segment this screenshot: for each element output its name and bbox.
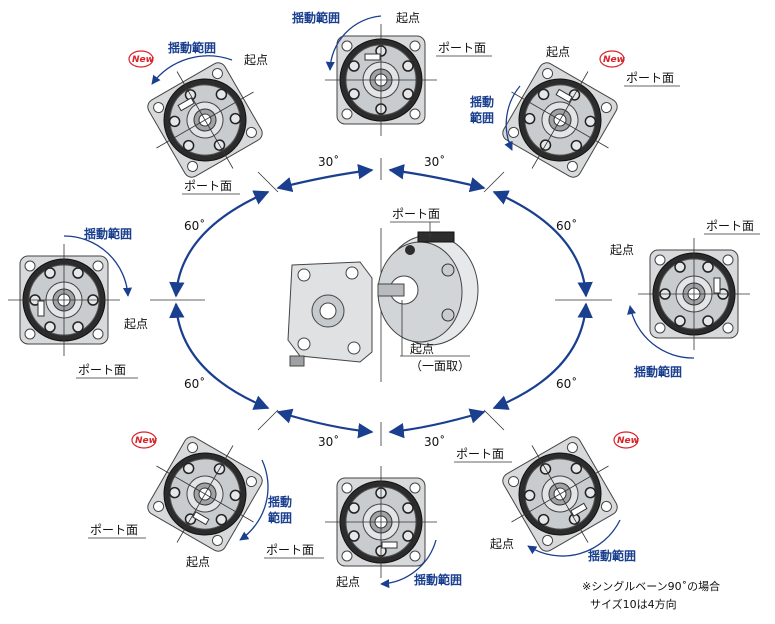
top-right-port-face-label: ポート面 <box>626 71 674 85</box>
angle-30-top-left: 30˚ <box>318 154 339 169</box>
bottom-left-port-face-label: ポート面 <box>90 523 138 537</box>
bottom-start-point-label: 起点 <box>336 575 360 589</box>
angle-60-upper-left: 60˚ <box>184 218 205 233</box>
center-port-face-label: ポート面 <box>392 207 440 221</box>
angle-60-lower-right: 60˚ <box>556 376 577 391</box>
unit-right <box>637 237 751 351</box>
right-start-point-label: 起点 <box>610 243 634 257</box>
bottom-left-start-point-label: 起点 <box>186 555 210 569</box>
angle-60-lower-left: 60˚ <box>184 376 205 391</box>
top-right-start-point-label: 起点 <box>546 45 570 59</box>
center-actuator-illustration <box>287 231 479 367</box>
top-right-swing-range-line2: 範囲 <box>470 110 494 125</box>
center-start-point-label: 起点 <box>410 342 434 356</box>
bottom-right-port-face-label: ポート面 <box>456 447 504 461</box>
bottom-left-swing-range-line1: 揺動 <box>268 494 292 509</box>
angle-30-top-right: 30˚ <box>424 154 445 169</box>
svg-text:New: New <box>132 55 155 65</box>
svg-text:New: New <box>617 436 640 446</box>
bottom-right-new-badge: New <box>613 431 640 449</box>
right-swing-range-label: 揺動範囲 <box>634 364 682 379</box>
right-port-face-label: ポート面 <box>706 219 754 233</box>
top-left-new-badge: New <box>128 50 155 68</box>
bottom-left-new-badge: New <box>131 431 158 449</box>
angle-30-bottom-left: 30˚ <box>318 434 339 449</box>
top-left-port-face-label: ポート面 <box>184 179 232 193</box>
left-start-point-label: 起点 <box>124 317 148 331</box>
footnote-line1: ※シングルベーン90˚の場合 <box>582 579 720 593</box>
svg-text:New: New <box>135 436 158 446</box>
angle-30-bottom-right: 30˚ <box>424 434 445 449</box>
unit-top <box>324 23 438 137</box>
svg-text:New: New <box>603 55 626 65</box>
bottom-swing-range-label: 揺動範囲 <box>414 572 462 587</box>
left-swing-range-label: 揺動範囲 <box>84 226 132 241</box>
top-start-point-label: 起点 <box>396 11 420 25</box>
left-port-face-label: ポート面 <box>78 363 126 377</box>
rotation-arrows <box>169 163 593 439</box>
bottom-left-swing-range-line2: 範囲 <box>268 510 292 525</box>
unit-bottom <box>324 465 438 579</box>
top-left-swing-range-label: 揺動範囲 <box>168 40 216 55</box>
top-right-new-badge: New <box>599 50 626 68</box>
center-one-face-cut-label: （一面取） <box>410 359 470 373</box>
top-right-swing-range-line1: 揺動 <box>470 94 494 109</box>
bottom-right-swing-range-label: 揺動範囲 <box>588 548 636 563</box>
top-left-start-point-label: 起点 <box>244 53 268 67</box>
bottom-right-start-point-label: 起点 <box>490 537 514 551</box>
bottom-port-face-label: ポート面 <box>266 543 314 557</box>
footnote-line2: サイズ10は4方向 <box>590 597 677 611</box>
angle-60-upper-right: 60˚ <box>556 218 577 233</box>
top-port-face-label: ポート面 <box>438 41 486 55</box>
top-swing-range-label: 揺動範囲 <box>292 10 340 25</box>
unit-left <box>7 243 121 357</box>
